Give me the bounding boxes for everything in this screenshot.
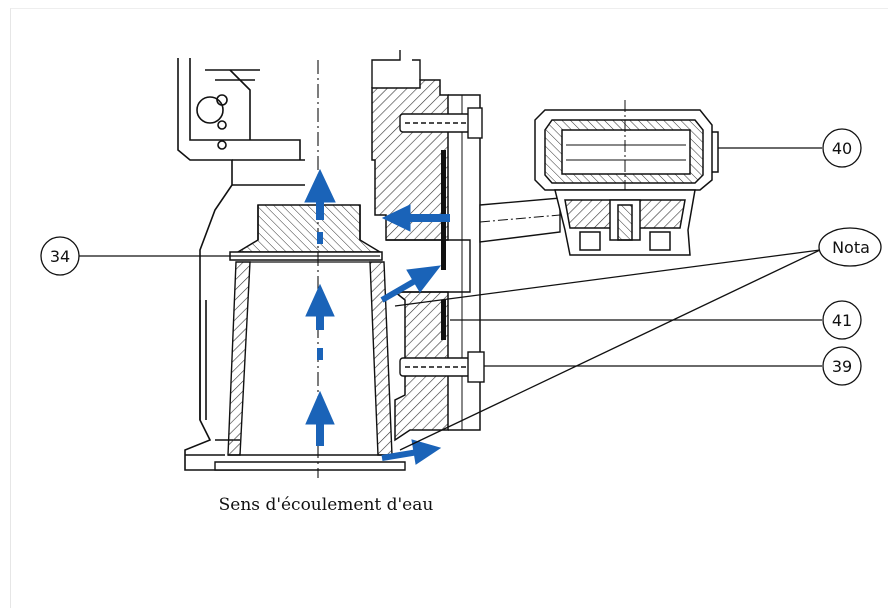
callout-nota: Nota [818,227,882,267]
flow-dash-2 [317,348,323,360]
flow-arrow-up-mid [305,283,335,330]
callout-nota-label: Nota [832,238,870,257]
flow-arrow-diagonal [380,265,442,303]
figure-frame [10,8,888,608]
flow-arrow-bottom [381,439,442,465]
flow-arrow-up-top [304,168,336,220]
leader-nota-1 [394,249,821,307]
leader-nota-2 [399,249,821,451]
callout-39: 39 [822,346,862,386]
pressure-switch-40 [534,100,719,256]
bolt-lower-39 [399,351,485,383]
flow-arrows [304,168,450,465]
callout-34: 34 [40,236,80,276]
callout-34-label: 34 [50,247,70,266]
callout-40: 40 [822,128,862,168]
diffuser-cone [214,261,406,471]
impeller-nozzle-34 [229,204,383,261]
flow-direction-caption: Sens d'écoulement d'eau [219,495,434,515]
leader-lines [79,147,822,451]
flow-dash-1 [317,232,323,244]
callout-39-label: 39 [832,357,852,376]
feed-pipe [479,197,561,243]
flow-arrow-up-low [305,390,335,446]
pump-housing-left [177,58,305,471]
callout-41: 41 [822,300,862,340]
flow-arrow-left [381,204,450,232]
bolt-upper [399,107,483,139]
callout-41-label: 41 [832,311,852,330]
callout-40-label: 40 [832,139,852,158]
